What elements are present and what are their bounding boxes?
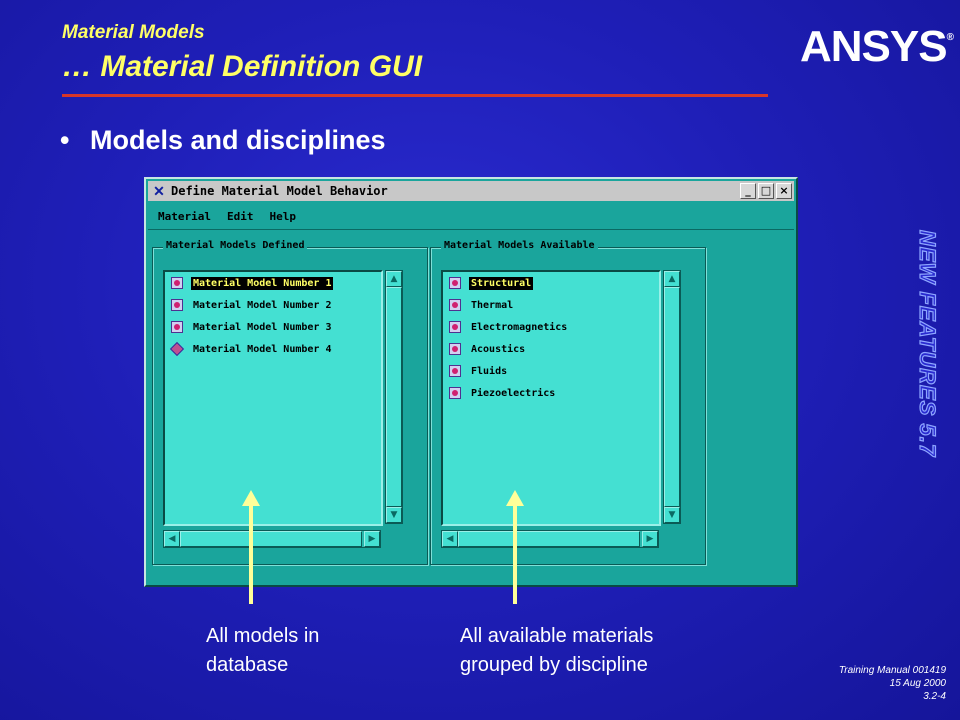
- vscroll-thumb[interactable]: [386, 287, 402, 507]
- slide-subtitle: Material Models: [62, 22, 205, 43]
- defined-list[interactable]: Material Model Number 1 Material Model N…: [163, 270, 383, 526]
- available-group: Material Models Available Structural The…: [430, 240, 706, 565]
- minimize-button[interactable]: _: [740, 183, 756, 199]
- scroll-left-icon[interactable]: ◀: [442, 531, 458, 547]
- hscroll-thumb[interactable]: [180, 531, 362, 547]
- caption-left-line1: All models in: [206, 625, 320, 647]
- defined-group-label: Material Models Defined: [163, 240, 308, 251]
- folder-icon: [449, 299, 461, 311]
- right-arrow-head: [506, 490, 524, 506]
- available-hscrollbar[interactable]: ◀ ▶: [441, 530, 659, 548]
- caption-left-line2: database: [206, 654, 289, 676]
- folder-icon: [449, 387, 461, 399]
- material-window: ✕ Define Material Model Behavior _ □ × M…: [144, 177, 798, 587]
- defined-item-label: Material Model Number 3: [193, 321, 332, 333]
- folder-icon: [171, 277, 183, 289]
- available-vscrollbar[interactable]: ▲ ▼: [663, 270, 681, 524]
- window-titlebar[interactable]: ✕ Define Material Model Behavior _ □ ×: [148, 181, 794, 201]
- defined-item-4[interactable]: Material Model Number 4: [171, 340, 333, 358]
- side-label: NEW FEATURES 5.7: [914, 229, 940, 458]
- defined-item-3[interactable]: Material Model Number 3: [171, 318, 333, 336]
- available-item-label: Piezoelectrics: [471, 387, 556, 399]
- diamond-icon: [171, 343, 183, 355]
- folder-icon: [449, 277, 461, 289]
- hscroll-thumb[interactable]: [458, 531, 640, 547]
- defined-item-1[interactable]: Material Model Number 1: [171, 274, 334, 292]
- menu-material[interactable]: Material: [158, 209, 211, 223]
- available-item-label: Structural: [469, 276, 534, 290]
- folder-icon: [171, 299, 183, 311]
- ansys-logo: ANSYS®: [800, 22, 954, 72]
- scroll-right-icon[interactable]: ▶: [364, 531, 380, 547]
- footer-date: 15 Aug 2000: [889, 678, 946, 689]
- caption-right: All available materials grouped by disci…: [460, 622, 653, 680]
- scroll-right-icon[interactable]: ▶: [642, 531, 658, 547]
- bullet-dot-icon: •: [60, 125, 70, 155]
- defined-hscrollbar[interactable]: ◀ ▶: [163, 530, 381, 548]
- footer-page: 3.2-4: [923, 691, 946, 702]
- folder-icon: [171, 321, 183, 333]
- available-item-label: Thermal: [471, 299, 514, 311]
- available-group-label: Material Models Available: [441, 240, 598, 251]
- footer-manual: Training Manual 001419: [838, 665, 946, 676]
- vscroll-thumb[interactable]: [664, 287, 680, 507]
- left-arrow-head: [242, 490, 260, 506]
- close-button[interactable]: ×: [776, 183, 792, 199]
- defined-item-label: Material Model Number 4: [193, 343, 332, 355]
- window-title: Define Material Model Behavior: [171, 184, 388, 198]
- available-item-label: Electromagnetics: [471, 321, 568, 333]
- bullet-text: Models and disciplines: [90, 125, 386, 155]
- scroll-up-icon[interactable]: ▲: [386, 271, 402, 287]
- defined-item-2[interactable]: Material Model Number 2: [171, 296, 333, 314]
- available-item-label: Fluids: [471, 365, 508, 377]
- scroll-down-icon[interactable]: ▼: [664, 507, 680, 523]
- available-item-electromagnetics[interactable]: Electromagnetics: [449, 318, 569, 336]
- available-item-label: Acoustics: [471, 343, 526, 355]
- scroll-up-icon[interactable]: ▲: [664, 271, 680, 287]
- defined-vscrollbar[interactable]: ▲ ▼: [385, 270, 403, 524]
- folder-icon: [449, 365, 461, 377]
- defined-group: Material Models Defined Material Model N…: [152, 240, 428, 565]
- menu-edit[interactable]: Edit: [226, 209, 254, 223]
- caption-left: All models in database: [206, 622, 319, 680]
- maximize-button[interactable]: □: [758, 183, 774, 199]
- scroll-down-icon[interactable]: ▼: [386, 507, 402, 523]
- bullet-item: • Models and disciplines: [60, 125, 386, 156]
- available-item-piezoelectrics[interactable]: Piezoelectrics: [449, 384, 557, 402]
- caption-right-line1: All available materials: [460, 625, 654, 647]
- available-list[interactable]: Structural Thermal Electromagnetics Acou…: [441, 270, 661, 526]
- folder-icon: [449, 343, 461, 355]
- menubar: Material Edit Help: [148, 203, 794, 230]
- available-item-acoustics[interactable]: Acoustics: [449, 340, 527, 358]
- slide-title: … Material Definition GUI: [62, 50, 423, 83]
- available-item-thermal[interactable]: Thermal: [449, 296, 515, 314]
- defined-item-label: Material Model Number 2: [193, 299, 332, 311]
- logo-text: ANSYS: [800, 22, 948, 71]
- scroll-left-icon[interactable]: ◀: [164, 531, 180, 547]
- defined-item-label: Material Model Number 1: [191, 276, 334, 290]
- folder-icon: [449, 321, 461, 333]
- right-arrow-line: [513, 504, 517, 604]
- footer: Training Manual 001419 15 Aug 2000 3.2-4: [839, 664, 946, 703]
- left-arrow-line: [249, 504, 253, 604]
- caption-right-line2: grouped by discipline: [460, 654, 648, 676]
- available-item-structural[interactable]: Structural: [449, 274, 534, 292]
- logo-registered: ®: [946, 32, 954, 43]
- app-x-icon[interactable]: ✕: [153, 183, 165, 199]
- available-item-fluids[interactable]: Fluids: [449, 362, 509, 380]
- menu-help[interactable]: Help: [269, 209, 296, 223]
- title-rule: [62, 94, 768, 97]
